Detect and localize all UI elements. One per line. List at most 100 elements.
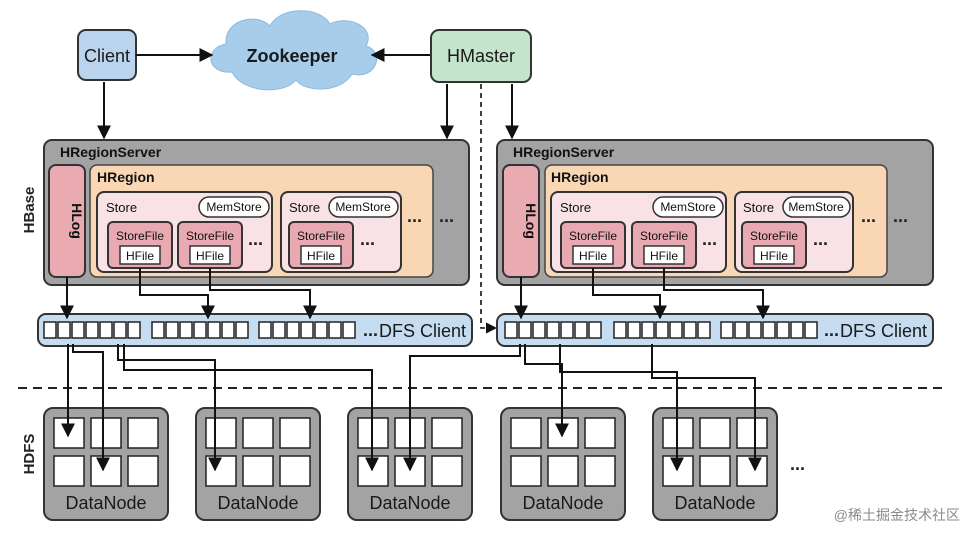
dfs-client-label: DFS Client: [379, 321, 466, 341]
datanode-label: DataNode: [65, 493, 146, 513]
memstore-label: MemStore: [335, 200, 391, 214]
datanode-block: [127, 455, 159, 487]
datanode-label: DataNode: [369, 493, 450, 513]
block-cell: [504, 321, 518, 339]
dfs-to-datanode-connectors: [61, 344, 762, 472]
hregion-right: HRegion Store MemStore StoreFile HFile S…: [544, 164, 888, 278]
block-cell: [57, 321, 71, 339]
storefile-label: StoreFile: [116, 229, 164, 243]
datanode-block: [510, 455, 542, 487]
dfs-client-label: DFS Client: [840, 321, 927, 341]
datanode-label: DataNode: [217, 493, 298, 513]
datanode-label: DataNode: [674, 493, 755, 513]
hbase-to-dfs-connectors: [60, 268, 770, 320]
storefile-label: StoreFile: [640, 229, 688, 243]
block-cell: [286, 321, 300, 339]
hfile-label: HFile: [650, 249, 678, 263]
block-cell: [720, 321, 734, 339]
datanode-block: [205, 455, 237, 487]
block-cell: [546, 321, 560, 339]
block-cell: [179, 321, 193, 339]
ellipsis: ...: [702, 229, 717, 249]
datanode-block: [510, 417, 542, 449]
hmaster-label: HMaster: [447, 46, 515, 66]
datanode-block: [736, 417, 768, 449]
watermark-text: @稀土掘金技术社区: [834, 507, 960, 523]
block-cell: [113, 321, 127, 339]
store-left-1: Store MemStore StoreFile HFile StoreFile…: [96, 191, 273, 273]
block-cell: [518, 321, 532, 339]
block-cell: [560, 321, 574, 339]
block-cell: [804, 321, 818, 339]
client-node: Client: [77, 29, 137, 81]
block-cell: [588, 321, 602, 339]
hlog-label: HLog: [523, 203, 539, 239]
block-cell: [300, 321, 314, 339]
datanode-block: [699, 417, 731, 449]
hlog-right: HLog: [502, 164, 540, 278]
block-strip: [43, 321, 356, 339]
datanode-label: DataNode: [522, 493, 603, 513]
block-cell: [193, 321, 207, 339]
block-cell: [574, 321, 588, 339]
block-cell: [790, 321, 804, 339]
datanode-block: [90, 417, 122, 449]
hregion-label: HRegion: [97, 169, 155, 185]
ellipsis: ...: [360, 229, 375, 249]
store-right-2: Store MemStore StoreFile HFile ...: [734, 191, 854, 273]
datanode-block: [53, 455, 85, 487]
storefile-label: StoreFile: [569, 229, 617, 243]
memstore-label: MemStore: [206, 200, 262, 214]
block-cell: [342, 321, 356, 339]
block-cell: [328, 321, 342, 339]
block-cell: [71, 321, 85, 339]
datanode-block: [90, 455, 122, 487]
datanode-5: DataNode: [652, 407, 778, 521]
hregionserver-label: HRegionServer: [513, 144, 615, 160]
ellipsis: ...: [363, 320, 378, 340]
hfile-label: HFile: [196, 249, 224, 263]
dfs-client-left: ... DFS Client: [37, 313, 473, 347]
memstore-label: MemStore: [660, 200, 716, 214]
block-cell: [272, 321, 286, 339]
block-cell: [235, 321, 249, 339]
hregionserver-label: HRegionServer: [60, 144, 162, 160]
hfile-label: HFile: [760, 249, 788, 263]
storefile-label: StoreFile: [297, 229, 345, 243]
hfile-label: HFile: [307, 249, 335, 263]
datanode-block: [127, 417, 159, 449]
store-right-1: Store MemStore StoreFile HFile StoreFile…: [550, 191, 727, 273]
datanode-block: [242, 417, 274, 449]
datanode-block: [584, 455, 616, 487]
hmaster-node: HMaster: [430, 29, 532, 83]
datanode-block: [279, 417, 311, 449]
block-cell: [314, 321, 328, 339]
hlog-label: HLog: [69, 203, 85, 239]
zookeeper-cloud: Zookeeper: [210, 10, 378, 91]
datanode-block: [242, 455, 274, 487]
block-cell: [532, 321, 546, 339]
store-label: Store: [106, 200, 137, 215]
top-connectors: [97, 48, 519, 334]
ellipsis: ...: [407, 206, 422, 226]
block-cell: [99, 321, 113, 339]
datanode-block: [431, 455, 463, 487]
ellipsis: ...: [893, 206, 908, 226]
client-label: Client: [84, 46, 130, 66]
block-cell: [748, 321, 762, 339]
block-cell: [641, 321, 655, 339]
block-cell: [697, 321, 711, 339]
block-cell: [85, 321, 99, 339]
datanode-4: DataNode: [500, 407, 626, 521]
hregion-label: HRegion: [551, 169, 609, 185]
store-label: Store: [560, 200, 591, 215]
memstore-label: MemStore: [788, 200, 844, 214]
storefile-label: StoreFile: [186, 229, 234, 243]
store-left-2: Store MemStore StoreFile HFile ...: [280, 191, 402, 273]
ellipsis: ...: [248, 229, 263, 249]
datanode-block: [205, 417, 237, 449]
hregionserver-left: HRegionServer HLog HRegion Store MemStor…: [43, 139, 470, 286]
datanode-block: [547, 455, 579, 487]
block-cell: [776, 321, 790, 339]
hdfs-section-label: HDFS: [21, 434, 38, 475]
